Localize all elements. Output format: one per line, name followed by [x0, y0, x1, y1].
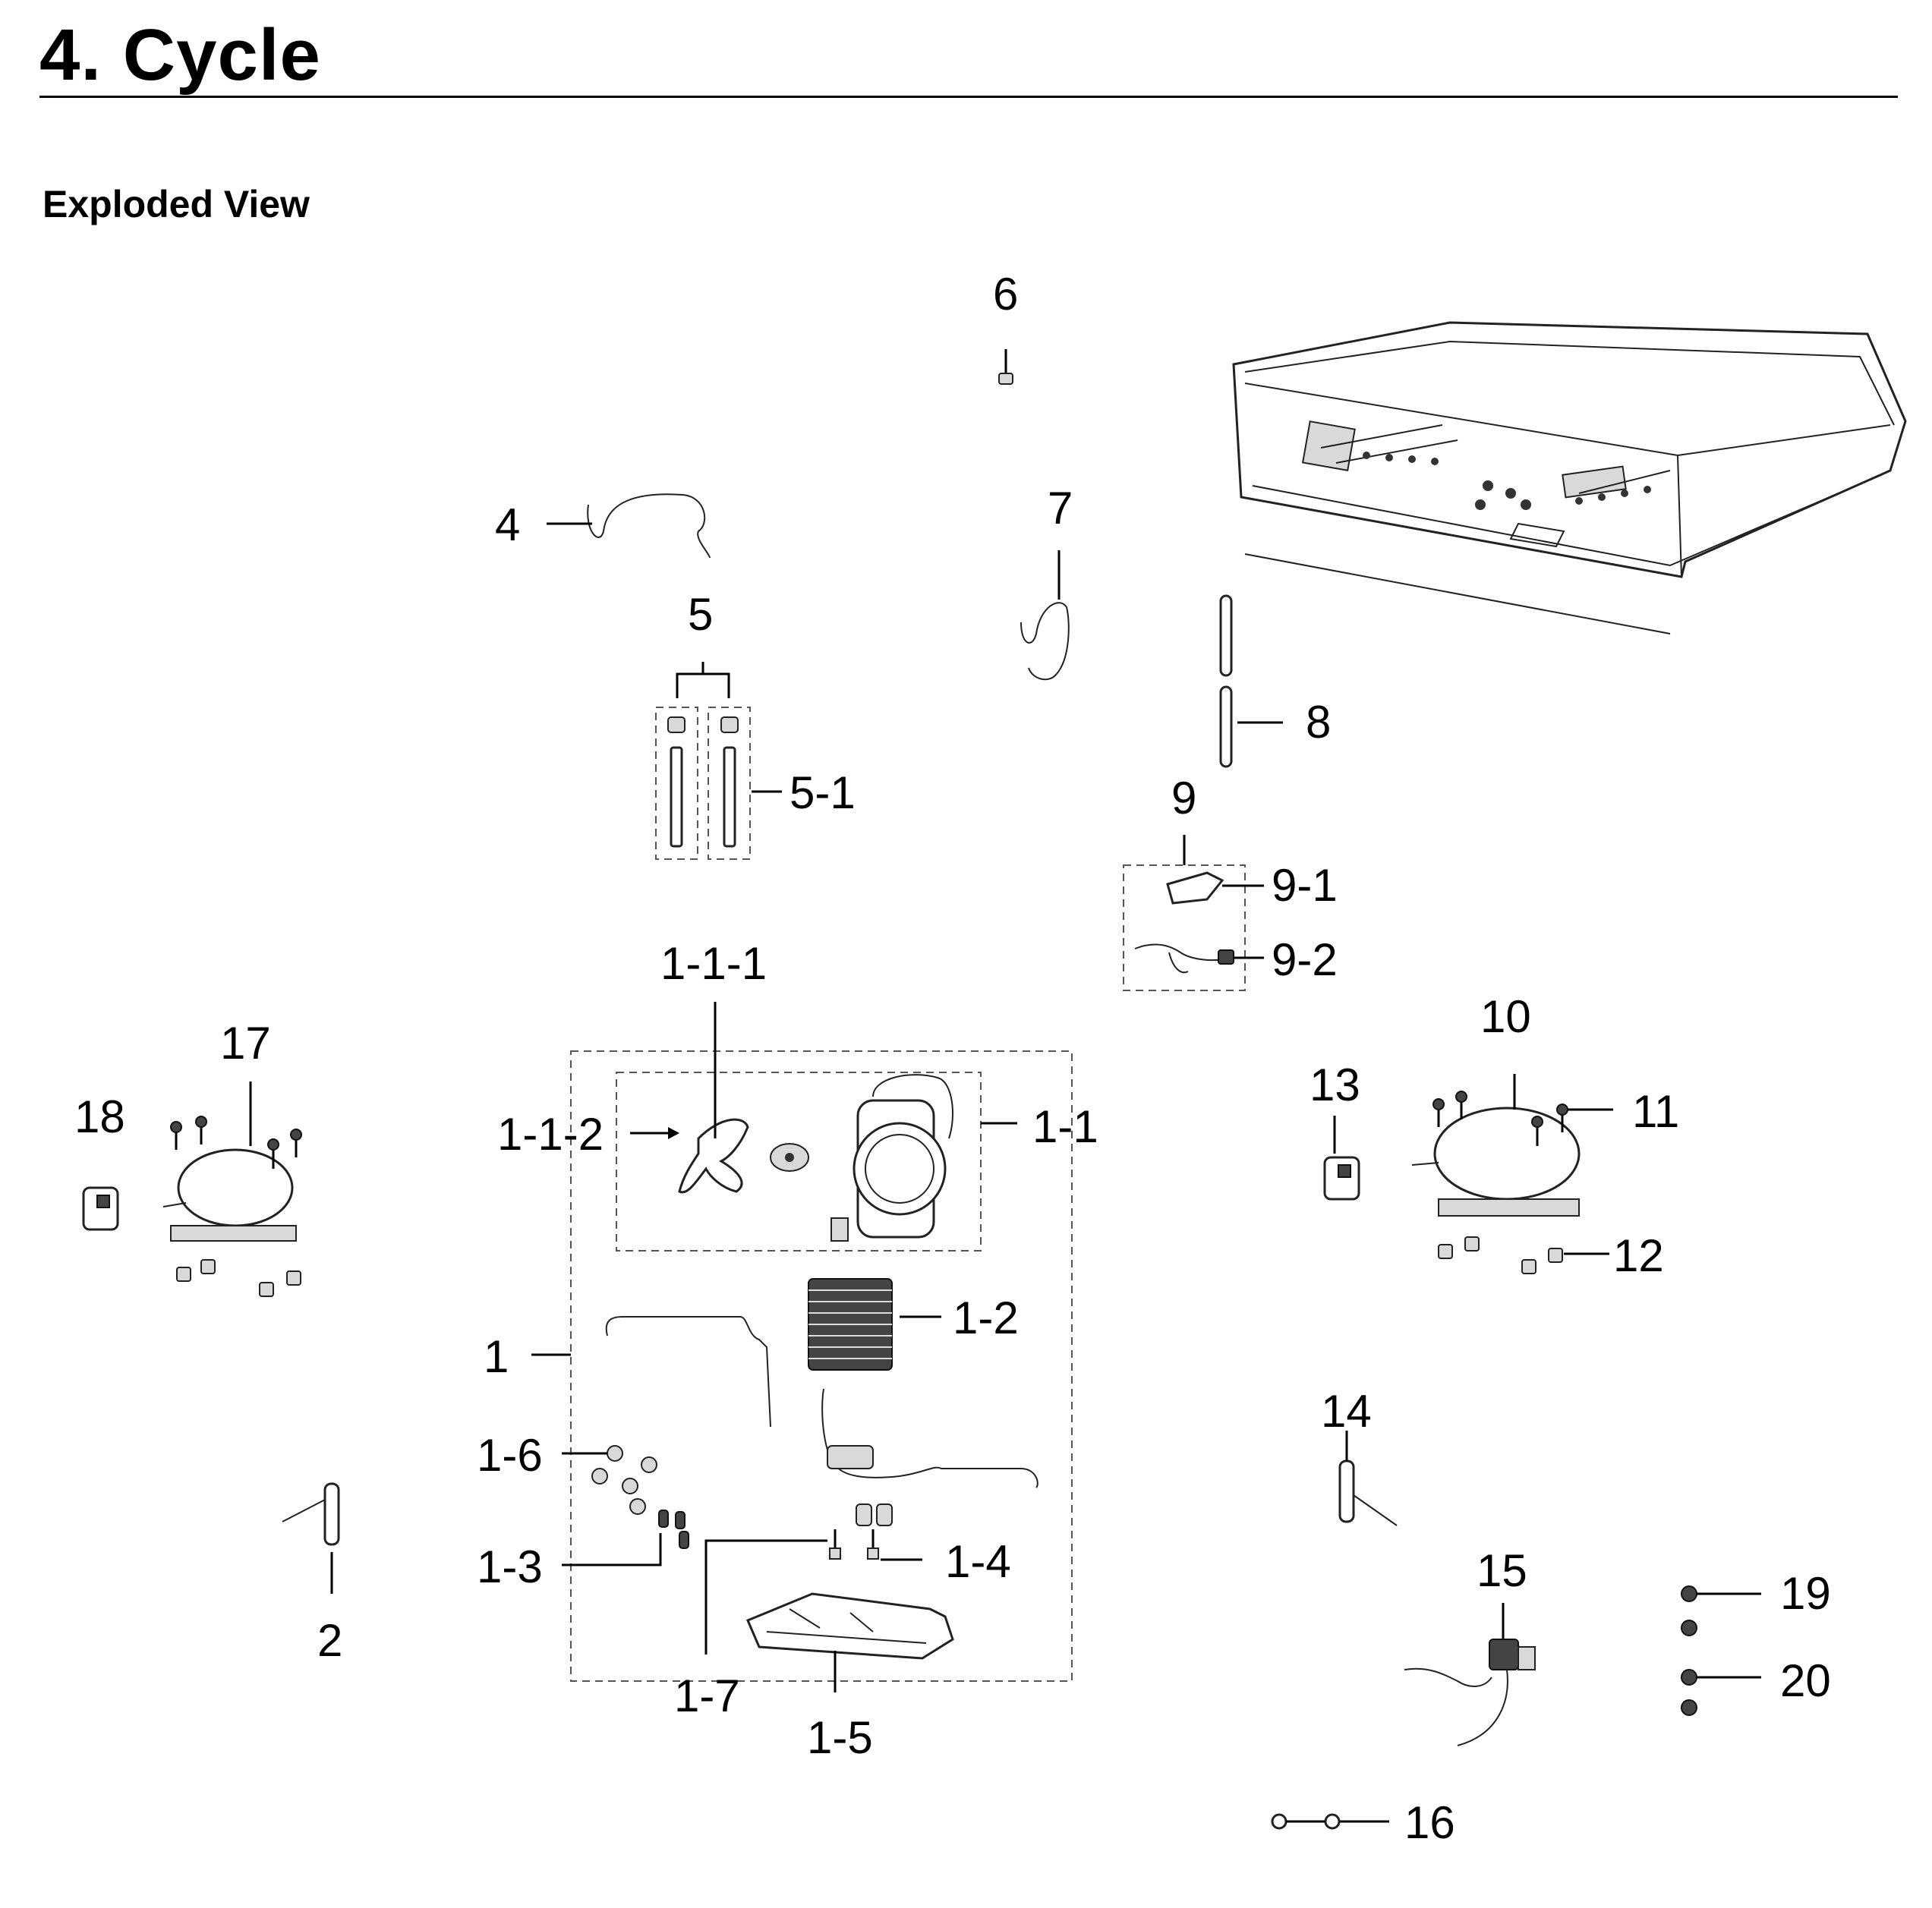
- callout-13: 13: [1310, 1059, 1360, 1110]
- part-16-hardware: [1271, 1813, 1389, 1830]
- callout-1-7: 1-7: [674, 1670, 740, 1721]
- part-9-sensor-group: [1123, 835, 1264, 991]
- callout-7: 7: [1048, 483, 1073, 534]
- part-20-nut: [1681, 1669, 1761, 1716]
- callout-1-1-2: 1-1-2: [497, 1109, 604, 1160]
- callout-8: 8: [1306, 697, 1331, 748]
- part-17-compressor: [162, 1082, 302, 1297]
- part-11-bolts: [1432, 1091, 1613, 1146]
- part-5-capillary-assembly: [655, 662, 782, 860]
- part-2-drier: [282, 1482, 340, 1594]
- part-1-assembly: [531, 1002, 1073, 1692]
- callout-1-1: 1-1: [1032, 1101, 1098, 1152]
- page-title: 4. Cycle: [39, 14, 321, 96]
- callout-20: 20: [1780, 1655, 1831, 1706]
- callout-12: 12: [1613, 1230, 1664, 1281]
- callout-1-3: 1-3: [477, 1541, 543, 1592]
- callout-19: 19: [1780, 1568, 1831, 1619]
- callout-2: 2: [317, 1615, 342, 1666]
- callout-11: 11: [1632, 1086, 1679, 1137]
- callout-5: 5: [688, 589, 713, 640]
- callout-5-1: 5-1: [790, 767, 856, 818]
- part-4-pipe: [547, 493, 711, 559]
- part-19-nut: [1681, 1585, 1761, 1636]
- callout-9-2: 9-2: [1272, 934, 1338, 985]
- callout-1-5: 1-5: [807, 1712, 873, 1763]
- callout-9-1: 9-1: [1272, 860, 1338, 911]
- callout-1-6: 1-6: [477, 1430, 543, 1481]
- machine-compartment-base: [1232, 321, 1907, 634]
- callout-15: 15: [1477, 1545, 1527, 1596]
- part-10-compressor: [1411, 1074, 1581, 1217]
- callout-1-4: 1-4: [945, 1536, 1011, 1587]
- part-15-valve: [1404, 1603, 1536, 1746]
- callout-14: 14: [1321, 1386, 1372, 1437]
- part-14-drier: [1338, 1431, 1398, 1526]
- part-13-relay: [1323, 1116, 1360, 1201]
- callout-16: 16: [1404, 1797, 1455, 1848]
- part-12-grommets: [1438, 1236, 1609, 1274]
- part-6-screw: [998, 349, 1013, 385]
- part-7-pipe: [1020, 550, 1070, 681]
- callout-18: 18: [74, 1091, 125, 1142]
- callout-1-2: 1-2: [953, 1292, 1019, 1343]
- callout-4: 4: [495, 499, 520, 550]
- part-18-relay: [82, 1186, 119, 1231]
- callout-10: 10: [1480, 991, 1531, 1042]
- callout-6: 6: [993, 269, 1018, 320]
- callout-1-1-1: 1-1-1: [660, 938, 767, 989]
- callout-17: 17: [220, 1018, 271, 1069]
- title-rule: [39, 96, 1898, 98]
- callout-1: 1: [484, 1331, 509, 1382]
- callout-9: 9: [1171, 773, 1196, 823]
- part-8-dryer: [1219, 594, 1283, 768]
- section-title: Exploded View: [43, 183, 310, 225]
